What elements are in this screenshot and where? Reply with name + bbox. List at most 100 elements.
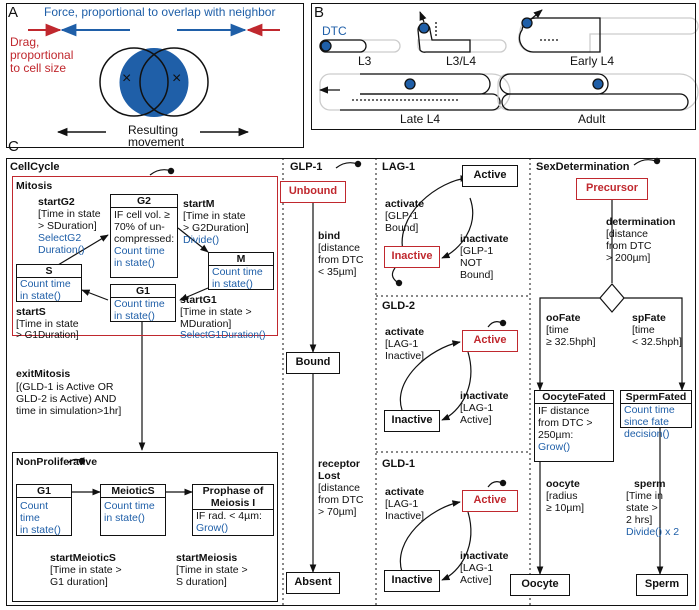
- gld1-title: GLD-1: [382, 458, 415, 470]
- stage-adult: Adult: [578, 112, 606, 126]
- np-state-meiotics-action-1: Count time: [104, 500, 155, 512]
- state-g2-name: G2: [111, 195, 177, 208]
- starts-cond-1: [Time in state: [16, 318, 79, 330]
- cellcycle-title: CellCycle: [10, 161, 60, 173]
- glp1-lost-name-2: Lost: [318, 470, 341, 482]
- panel-a-graphic: [28, 23, 280, 137]
- lag1-activate-name: activate: [385, 198, 425, 210]
- oofate-cond-2: ≥ 32.5hph]: [546, 336, 596, 348]
- spfate-cond-2: < 32.5hph]: [632, 336, 682, 348]
- sperm-transition-cond-1: [Time in: [626, 490, 663, 502]
- sperm-transition-action: Divide() x 2: [626, 526, 680, 538]
- startm-name: startM: [183, 198, 215, 210]
- drag-label-line-2: proportional: [10, 48, 74, 62]
- panel-a-letter: A: [8, 4, 19, 21]
- gld2-activate-cond-2: Inactive]: [385, 350, 425, 362]
- state-g1-name: G1: [111, 285, 175, 298]
- startmeiotics-cond-1: [Time in state >: [50, 564, 122, 576]
- glp1-lost-name-1: receptor: [318, 458, 361, 470]
- state-g2-action-1: Count time: [114, 245, 165, 257]
- lag1-activate-cond-2: Bound]: [385, 222, 419, 234]
- stage-late-l4: Late L4: [400, 112, 441, 126]
- startg1-action: SelectG1Duration(): [180, 330, 266, 341]
- glp1-lost-cond-2: from DTC: [318, 494, 364, 506]
- panel-b-graphic: [319, 17, 699, 111]
- column-dividers: [282, 158, 531, 605]
- startm-cond-2: > G2Duration]: [183, 222, 249, 234]
- state-s: S Count time in state(): [16, 264, 82, 302]
- state-s-name: S: [17, 265, 81, 278]
- starts-cond-2: > G1Duration]: [16, 330, 79, 341]
- state-g2-body-3: compressed:: [114, 233, 175, 245]
- cellcycle-arrows: [57, 169, 209, 496]
- state-s-action-2: in state(): [20, 290, 61, 302]
- state-spermfated: SpermFated Count time since fate decisio…: [620, 390, 692, 440]
- glp1-bind-cond-2: from DTC: [318, 254, 364, 266]
- state-oocytefated-name: OocyteFated: [535, 391, 613, 404]
- np-state-prophase-name-2: Meiosis I: [193, 497, 273, 510]
- cell-mark-left: ×: [122, 70, 132, 87]
- oofate-cond-1: [time: [546, 324, 569, 336]
- oofate-name: ooFate: [546, 312, 581, 324]
- gld2-title: GLD-2: [382, 300, 415, 312]
- np-state-g1: G1 Count time in state(): [16, 484, 72, 536]
- glp1-title: GLP-1: [290, 161, 323, 173]
- glp1-bind-name: bind: [318, 230, 341, 242]
- state-oocytefated-body-1: IF distance: [538, 405, 590, 417]
- gld1-inactivate-name: inactivate: [460, 550, 509, 562]
- glp1-state-absent: Absent: [286, 572, 340, 594]
- stage-l3-l4: L3/L4: [446, 54, 477, 68]
- sexdet-state-precursor: Precursor: [576, 178, 648, 200]
- state-g2-action-2: in state(): [114, 257, 155, 269]
- sperm-transition-name: sperm: [634, 478, 666, 490]
- gld2-inactivate-cond-1: [LAG-1: [460, 402, 494, 414]
- determination-cond-2: from DTC: [606, 240, 652, 252]
- starts-name: startS: [16, 306, 46, 318]
- state-oocytefated-action: Grow(): [538, 441, 571, 453]
- state-m-name: M: [209, 253, 273, 266]
- sexdet-arrows: [536, 159, 686, 575]
- gld1-activate-cond-2: Inactive]: [385, 510, 425, 522]
- panel-b-arrows: [319, 9, 560, 101]
- startm-action: Divide(): [183, 234, 220, 246]
- startg1-name: startG1: [180, 294, 217, 306]
- drag-label-line-3: to cell size: [10, 61, 67, 75]
- np-state-g1-name: G1: [17, 485, 71, 498]
- lag1-state-active: Active: [462, 165, 518, 187]
- np-state-meiotics-name: MeioticS: [101, 485, 165, 498]
- sperm-transition-cond-2: state >: [626, 502, 658, 514]
- decision-diamond: [599, 283, 625, 313]
- gld1-state-inactive: Inactive: [384, 570, 440, 592]
- startg1-cond-2: MDuration]: [180, 318, 232, 330]
- drag-label-line-1: Drag,: [10, 35, 40, 49]
- startmeiotics-cond-2: G1 duration]: [50, 576, 108, 588]
- startmeiosis-name: startMeiosis: [176, 552, 238, 564]
- panel-b-frame: [311, 3, 696, 130]
- state-oocytefated: OocyteFated IF distance from DTC > 250µm…: [534, 390, 614, 462]
- state-s-action-1: Count time: [20, 278, 71, 290]
- state-g1: G1 Count time in state(): [110, 284, 176, 322]
- np-state-g1-action-1: Count time: [20, 500, 49, 524]
- oocyte-transition-cond-2: ≥ 10µm]: [546, 502, 585, 514]
- gld1-inactivate-cond-2: Active]: [460, 574, 492, 586]
- state-g1-action-1: Count time: [114, 298, 165, 310]
- state-g2-body-2: 70% of un-: [114, 221, 165, 233]
- gld2-inactivate-cond-2: Active]: [460, 414, 492, 426]
- glp1-lost-cond-3: > 70µm]: [318, 506, 357, 518]
- exitmitosis-cond-1: [(GLD-1 is Active OR: [16, 381, 114, 393]
- startmeiosis-cond-1: [Time in state >: [176, 564, 248, 576]
- determination-cond-3: > 200µm]: [606, 252, 651, 264]
- glp1-lost-cond-1: [distance: [318, 482, 361, 494]
- startmeiotics-name: startMeioticS: [50, 552, 116, 564]
- oocyte-transition-name: oocyte: [546, 478, 580, 490]
- np-state-prophase: Prophase of Meiosis I IF rad. < 4µm: Gro…: [192, 484, 274, 536]
- state-m-action-1: Count time: [212, 266, 263, 278]
- lag1-inactivate-cond-2: NOT: [460, 257, 483, 269]
- lag1-activate-cond-1: [GLP-1: [385, 210, 419, 222]
- startmeiosis-cond-2: S duration]: [176, 576, 227, 588]
- spfate-name: spFate: [632, 312, 666, 324]
- state-spermfated-name: SpermFated: [621, 391, 691, 404]
- exitmitosis-cond-2: GLD-2 is Active) AND: [16, 393, 117, 405]
- state-g2: G2 IF cell vol. ≥ 70% of un- compressed:…: [110, 194, 178, 278]
